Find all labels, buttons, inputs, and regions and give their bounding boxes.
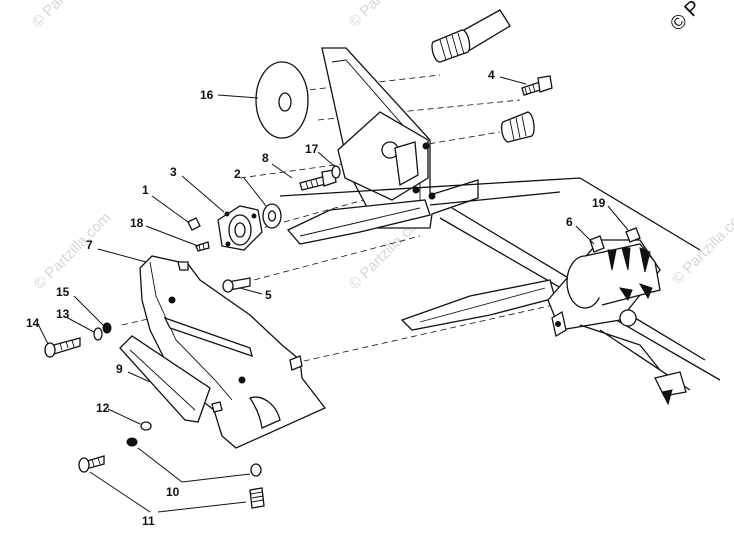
watermark: © Partzilla.com bbox=[669, 204, 734, 287]
part-5-bolt bbox=[222, 277, 251, 293]
callout-7: 7 bbox=[86, 238, 93, 252]
part-13-washer bbox=[93, 327, 103, 341]
part-10-washer-left bbox=[126, 437, 138, 447]
part-4-bolt bbox=[521, 75, 553, 96]
callout-13: 13 bbox=[56, 307, 70, 321]
part-11-bolt-right bbox=[249, 487, 265, 509]
part-8-bolt bbox=[299, 169, 337, 191]
callout-18: 18 bbox=[130, 216, 144, 230]
copyright-mark: © P bbox=[666, 0, 705, 36]
callout-10: 10 bbox=[166, 485, 180, 499]
clamp-assembly bbox=[547, 235, 691, 406]
callout-1: 1 bbox=[142, 183, 149, 197]
callout-2: 2 bbox=[234, 167, 241, 181]
part-14-bolt bbox=[44, 337, 81, 358]
part-10-washer-right bbox=[250, 463, 262, 477]
part-2-spacer bbox=[262, 203, 282, 229]
callout-15: 15 bbox=[56, 285, 70, 299]
part-11-bolt-left bbox=[78, 455, 105, 473]
frame-bracket bbox=[279, 47, 721, 381]
part-19-nut bbox=[625, 227, 641, 243]
callout-5: 5 bbox=[265, 288, 272, 302]
callout-6: 6 bbox=[566, 215, 573, 229]
callout-labels: 16 4 8 17 3 2 1 18 7 5 15 13 14 9 12 6 1… bbox=[26, 68, 606, 528]
watermark: © Partzilla.com bbox=[31, 209, 114, 292]
callout-16: 16 bbox=[200, 88, 214, 102]
watermark: © Partzilla.com bbox=[29, 0, 112, 31]
callout-3: 3 bbox=[170, 165, 177, 179]
leader-lines bbox=[37, 76, 629, 513]
part-3-flange bbox=[217, 205, 263, 251]
part-17-washer bbox=[331, 165, 341, 179]
callout-14: 14 bbox=[26, 316, 40, 330]
part-18-screw bbox=[195, 241, 210, 252]
part-15-washer bbox=[102, 322, 112, 334]
callout-12: 12 bbox=[96, 401, 110, 415]
callout-8: 8 bbox=[262, 151, 269, 165]
watermark: © Partzilla.com bbox=[346, 0, 429, 31]
callout-19: 19 bbox=[592, 196, 606, 210]
callout-4: 4 bbox=[488, 68, 495, 82]
part-12-cap bbox=[140, 421, 152, 431]
callout-9: 9 bbox=[116, 362, 123, 376]
part-9-panel bbox=[119, 335, 211, 423]
part-16-disc bbox=[255, 61, 309, 139]
part-7-cover bbox=[139, 255, 327, 449]
steering-arm bbox=[286, 199, 556, 331]
callout-17: 17 bbox=[305, 142, 319, 156]
callout-11: 11 bbox=[142, 514, 155, 528]
part-1-nut bbox=[187, 217, 201, 231]
steering-column bbox=[431, 9, 535, 143]
